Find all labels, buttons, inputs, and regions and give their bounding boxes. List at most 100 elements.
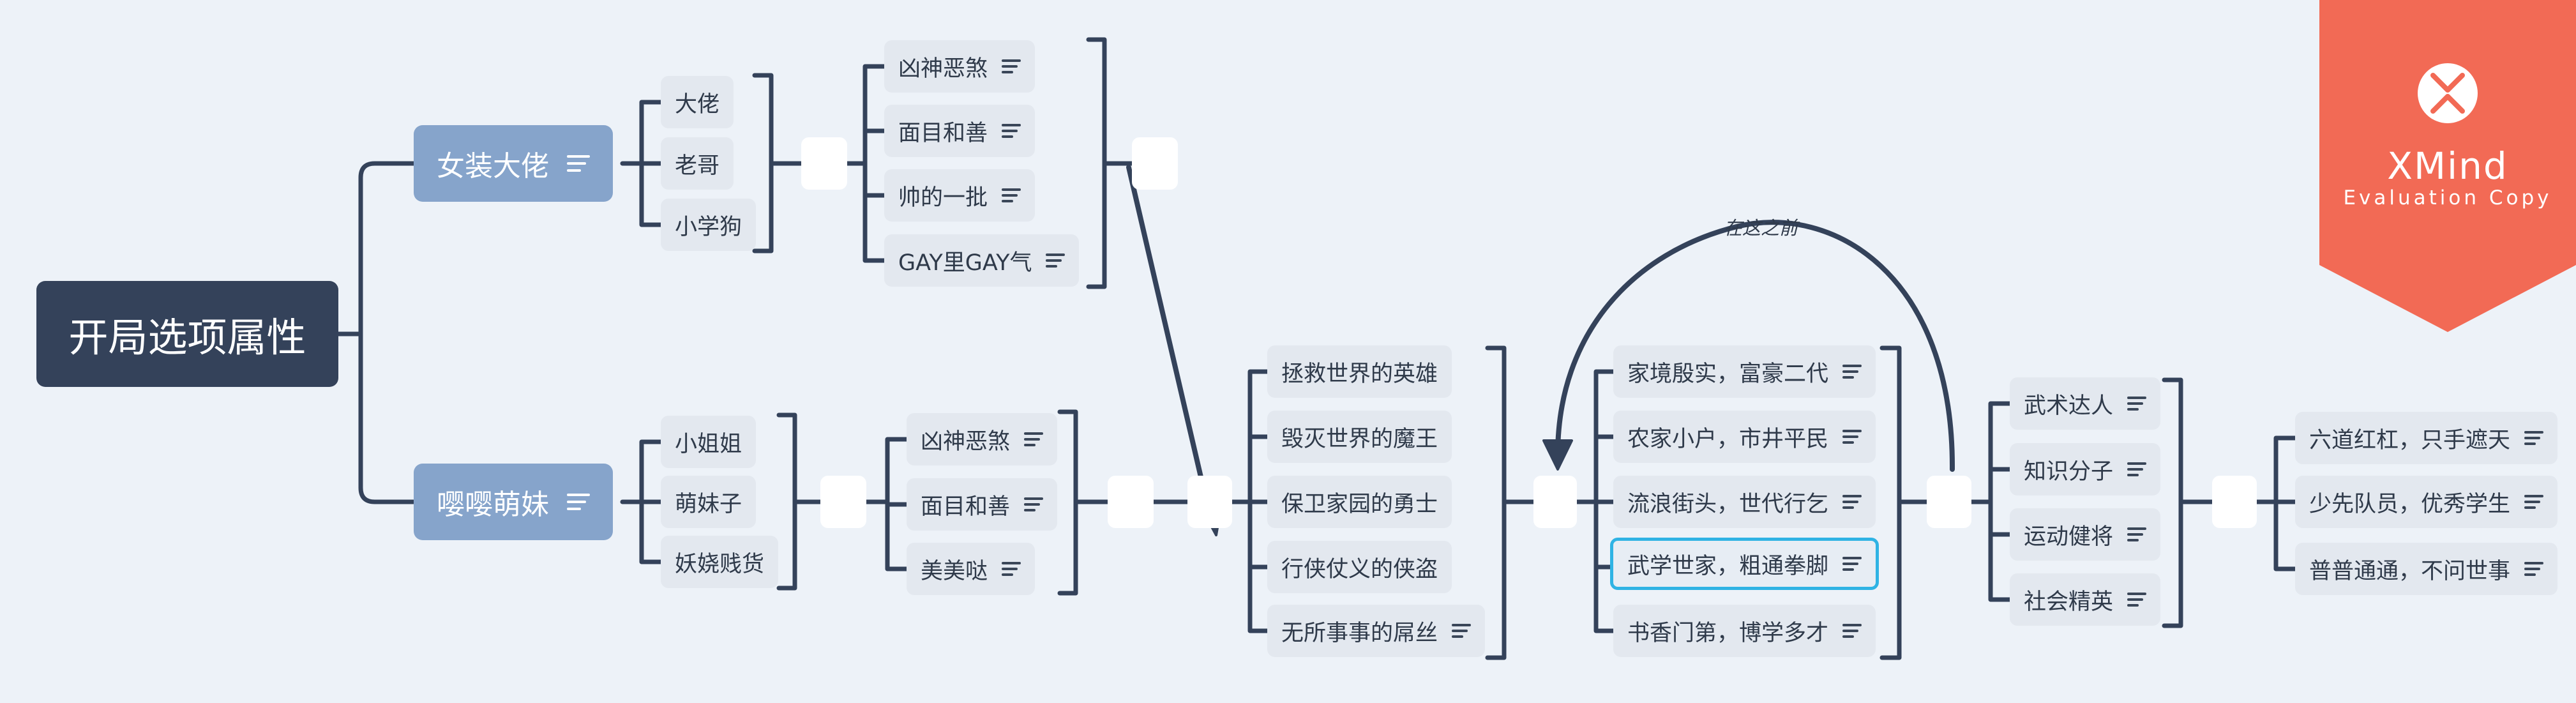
subtopic-label: 普普通通，不问世事 bbox=[2309, 558, 2511, 584]
subtopic-youth[interactable]: 少先队员，优秀学生 bbox=[2295, 476, 2558, 528]
notes-icon[interactable] bbox=[2524, 495, 2544, 509]
summary-connector[interactable] bbox=[1132, 137, 1178, 190]
notes-icon[interactable] bbox=[1024, 432, 1044, 446]
summary-connector[interactable] bbox=[820, 476, 866, 528]
subtopic-background[interactable]: 书香门第，博学多才 bbox=[1613, 605, 1876, 657]
main-topic-label: 嘤嘤萌妹 bbox=[437, 488, 549, 521]
subtopic-trait[interactable]: 面目和善 bbox=[907, 478, 1058, 531]
notes-icon[interactable] bbox=[1452, 624, 1472, 638]
subtopic-label: 面目和善 bbox=[898, 120, 988, 146]
subtopic-label: 无所事事的屌丝 bbox=[1281, 620, 1438, 646]
subtopic-goal[interactable]: 无所事事的屌丝 bbox=[1267, 605, 1486, 657]
notes-icon[interactable] bbox=[1842, 365, 1862, 379]
subtopic-background[interactable]: 流浪街头，世代行乞 bbox=[1613, 476, 1876, 528]
subtopic-label: 小学狗 bbox=[675, 214, 742, 240]
subtopic-background[interactable]: 家境殷实，富豪二代 bbox=[1613, 345, 1876, 398]
subtopic-label: 老哥 bbox=[675, 153, 720, 179]
notes-icon[interactable] bbox=[2127, 397, 2147, 411]
subtopic-label: 妖娆贱货 bbox=[675, 551, 765, 577]
summary-connector[interactable] bbox=[2212, 476, 2257, 528]
subtopic-profession[interactable]: 社会精英 bbox=[2010, 573, 2161, 626]
subtopic-label: 美美哒 bbox=[921, 558, 988, 584]
subtopic-item[interactable]: 妖娆贱货 bbox=[661, 536, 779, 588]
subtopic-label: 保卫家园的勇士 bbox=[1281, 491, 1438, 517]
subtopic-item[interactable]: 小姐姐 bbox=[661, 416, 757, 468]
subtopic-item[interactable]: 老哥 bbox=[661, 137, 734, 190]
subtopic-label: 武学世家，粗通拳脚 bbox=[1627, 553, 1829, 579]
notes-icon[interactable] bbox=[1842, 430, 1862, 444]
notes-icon[interactable] bbox=[567, 155, 590, 172]
relationship-label[interactable]: 在这之前 bbox=[1724, 217, 1798, 239]
subtopic-label: 家境殷实，富豪二代 bbox=[1627, 361, 1829, 387]
subtopic-label: 大佬 bbox=[675, 91, 720, 117]
subtopic-trait[interactable]: 美美哒 bbox=[907, 543, 1036, 595]
subtopic-youth[interactable]: 六道红杠，只手遮天 bbox=[2295, 412, 2558, 464]
root-topic[interactable]: 开局选项属性 bbox=[36, 281, 338, 387]
notes-icon[interactable] bbox=[567, 494, 590, 510]
subtopic-label: 运动健将 bbox=[2024, 524, 2114, 550]
notes-icon[interactable] bbox=[1046, 253, 1066, 268]
notes-icon[interactable] bbox=[1842, 557, 1862, 571]
notes-icon[interactable] bbox=[2127, 462, 2147, 476]
subtopic-label: 武术达人 bbox=[2024, 393, 2114, 419]
subtopic-background[interactable]: 农家小户，市井平民 bbox=[1613, 411, 1876, 463]
subtopic-trait[interactable]: 凶神恶煞 bbox=[884, 40, 1036, 93]
subtopic-label: GAY里GAY气 bbox=[898, 250, 1032, 276]
notes-icon[interactable] bbox=[2127, 593, 2147, 607]
subtopic-label: 拯救世界的英雄 bbox=[1281, 361, 1438, 387]
subtopic-trait[interactable]: 面目和善 bbox=[884, 105, 1036, 157]
subtopic-profession[interactable]: 知识分子 bbox=[2010, 443, 2161, 495]
subtopic-item[interactable]: 小学狗 bbox=[661, 199, 757, 251]
notes-icon[interactable] bbox=[1842, 495, 1862, 509]
notes-icon[interactable] bbox=[1002, 562, 1021, 576]
subtopic-item[interactable]: 萌妹子 bbox=[661, 476, 757, 528]
notes-icon[interactable] bbox=[1002, 59, 1021, 73]
subtopic-label: 面目和善 bbox=[921, 494, 1011, 520]
subtopic-label: 凶神恶煞 bbox=[921, 428, 1011, 455]
subtopic-youth[interactable]: 普普通通，不问世事 bbox=[2295, 543, 2558, 595]
subtopic-profession[interactable]: 运动健将 bbox=[2010, 508, 2161, 561]
root-topic-label: 开局选项属性 bbox=[68, 314, 306, 361]
subtopic-label: 知识分子 bbox=[2024, 458, 2114, 485]
summary-connector[interactable] bbox=[1108, 476, 1154, 528]
subtopic-label: 流浪街头，世代行乞 bbox=[1627, 491, 1829, 517]
subtopic-background-selected[interactable]: 武学世家，粗通拳脚 bbox=[1610, 538, 1879, 590]
subtopic-trait[interactable]: 帅的一批 bbox=[884, 169, 1036, 222]
subtopic-trait[interactable]: GAY里GAY气 bbox=[884, 234, 1080, 287]
subtopic-label: 萌妹子 bbox=[675, 491, 742, 517]
notes-icon[interactable] bbox=[2524, 562, 2544, 576]
summary-connector[interactable] bbox=[1927, 476, 1971, 528]
subtopic-label: 小姐姐 bbox=[675, 431, 742, 457]
notes-icon[interactable] bbox=[1002, 188, 1021, 202]
subtopic-label: 帅的一批 bbox=[898, 185, 988, 211]
subtopic-label: 书香门第，博学多才 bbox=[1627, 620, 1829, 646]
main-topic-label: 女装大佬 bbox=[437, 150, 549, 183]
notes-icon[interactable] bbox=[2127, 527, 2147, 541]
subtopic-goal[interactable]: 保卫家园的勇士 bbox=[1267, 476, 1452, 528]
subtopic-label: 行侠仗义的侠盗 bbox=[1281, 556, 1438, 582]
subtopic-item[interactable]: 大佬 bbox=[661, 76, 734, 128]
subtopic-goal[interactable]: 毁灭世界的魔王 bbox=[1267, 411, 1452, 463]
summary-connector[interactable] bbox=[1533, 476, 1577, 528]
main-topic-nuzhuang[interactable]: 女装大佬 bbox=[414, 125, 613, 202]
evaluation-copy-label: Evaluation Copy bbox=[2343, 186, 2552, 209]
notes-icon[interactable] bbox=[1024, 497, 1044, 511]
subtopic-label: 社会精英 bbox=[2024, 589, 2114, 615]
subtopic-label: 六道红杠，只手遮天 bbox=[2309, 427, 2511, 453]
subtopic-label: 毁灭世界的魔王 bbox=[1281, 426, 1438, 452]
summary-connector[interactable] bbox=[1187, 476, 1232, 528]
subtopic-label: 少先队员，优秀学生 bbox=[2309, 491, 2511, 517]
subtopic-profession[interactable]: 武术达人 bbox=[2010, 377, 2161, 430]
notes-icon[interactable] bbox=[1002, 124, 1021, 138]
notes-icon[interactable] bbox=[2524, 431, 2544, 445]
notes-icon[interactable] bbox=[1842, 624, 1862, 638]
evaluation-watermark: XMind Evaluation Copy bbox=[2319, 0, 2576, 332]
summary-connector[interactable] bbox=[801, 137, 847, 190]
subtopic-trait[interactable]: 凶神恶煞 bbox=[907, 413, 1058, 465]
subtopic-goal[interactable]: 行侠仗义的侠盗 bbox=[1267, 541, 1452, 593]
subtopic-goal[interactable]: 拯救世界的英雄 bbox=[1267, 345, 1452, 398]
subtopic-label: 农家小户，市井平民 bbox=[1627, 426, 1829, 452]
main-topic-mengmei[interactable]: 嘤嘤萌妹 bbox=[414, 464, 613, 540]
